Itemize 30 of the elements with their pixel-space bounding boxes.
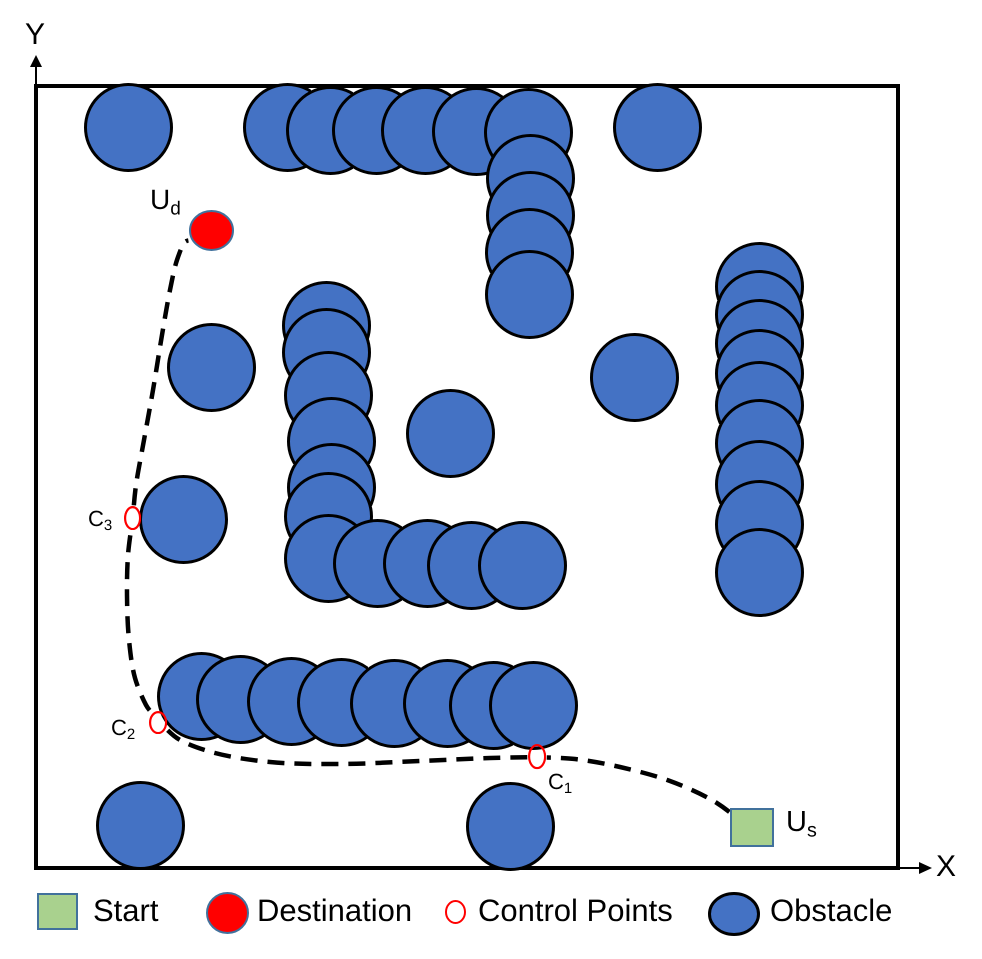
control-point-ring — [148, 710, 168, 734]
point-label: U$_{d}$ — [150, 185, 181, 216]
point-label: C$_{3}$ — [88, 507, 112, 532]
legend-label: Start — [93, 894, 158, 928]
obstacle-circle — [96, 780, 184, 870]
point-label: C$_{1}$ — [548, 770, 572, 794]
obstacle-circle — [84, 82, 172, 172]
obstacle-circle — [714, 528, 804, 616]
control-point-ring — [124, 506, 142, 530]
axis-label: Y — [25, 18, 46, 51]
dashed-trajectory-line — [132, 238, 190, 506]
dashed-trajectory-line — [546, 755, 731, 814]
obstacle-circle — [612, 82, 702, 172]
obstacle-circle — [488, 660, 578, 750]
control-point-ring — [528, 744, 546, 770]
obstacle-circle — [166, 322, 256, 412]
point-label: C$_{2}$ — [111, 716, 136, 740]
destination-circle — [189, 210, 234, 250]
obstacle-circle — [484, 250, 574, 338]
legend-label: Obstacle — [770, 894, 892, 928]
obstacle-circle — [590, 332, 678, 422]
start-square — [730, 808, 774, 847]
legend-label: Destination — [257, 894, 412, 928]
obstacle-circle — [478, 520, 566, 610]
point-label: U$_{s}$ — [786, 807, 817, 839]
legend-label: Control Points — [478, 894, 673, 928]
dashed-trajectory-line — [166, 728, 528, 766]
axis-label: X — [936, 850, 956, 883]
obstacle-circle — [138, 474, 228, 564]
obstacle-circle — [406, 388, 494, 478]
